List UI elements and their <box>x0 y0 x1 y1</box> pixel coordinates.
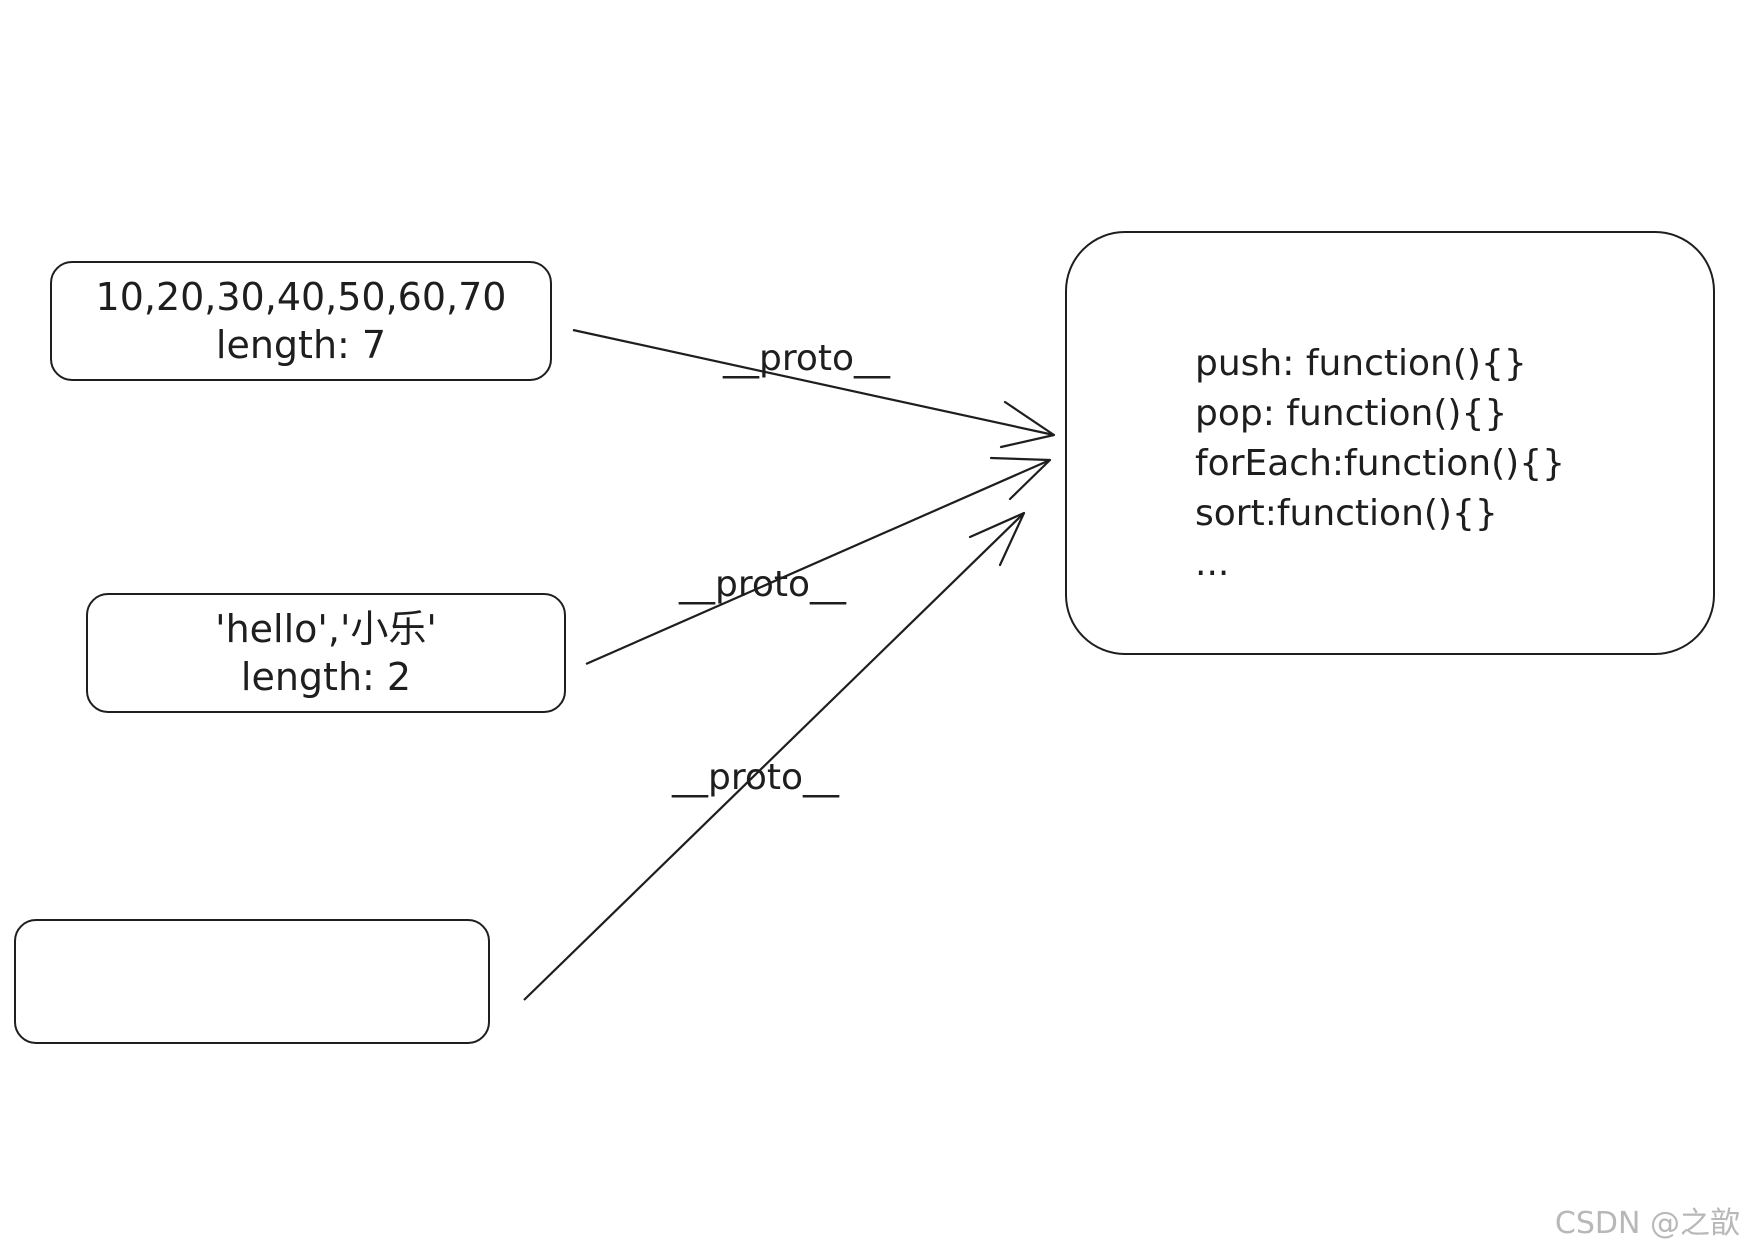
prototype-method-list: push: function(){} pop: function(){} for… <box>1195 339 1565 589</box>
array-box-values: 10,20,30,40,50,60,70 <box>95 275 507 319</box>
prototype-method-push: push: function(){} <box>1195 343 1527 384</box>
array-prototype-box: push: function(){} pop: function(){} for… <box>1065 231 1715 655</box>
prototype-method-pop: pop: function(){} <box>1195 393 1508 434</box>
arrow-line-1 <box>572 328 1055 437</box>
arrow-line-2 <box>585 458 1051 666</box>
array-box-length: length: 7 <box>215 323 387 367</box>
edge-label-proto-3: __proto__ <box>672 757 840 798</box>
prototype-method-foreach: forEach:function(){} <box>1195 443 1566 484</box>
prototype-method-sort: sort:function(){} <box>1195 493 1498 534</box>
edge-label-proto-2: __proto__ <box>679 564 847 605</box>
array-box-strings: 'hello','小乐' length: 2 <box>86 593 566 713</box>
array-box-length: length: 2 <box>240 655 412 699</box>
array-box-values: 'hello','小乐' <box>215 607 437 651</box>
watermark: CSDN @之歆 <box>1554 1206 1740 1241</box>
arrowhead-3 <box>968 511 1026 567</box>
edge-label-proto-1: __proto__ <box>723 338 891 379</box>
array-box-numbers: 10,20,30,40,50,60,70 length: 7 <box>50 261 552 381</box>
array-box-empty <box>14 919 490 1044</box>
arrowhead-2 <box>989 456 1052 501</box>
prototype-method-ellipsis: ... <box>1195 543 1230 584</box>
arrowhead-1 <box>999 400 1056 449</box>
arrow-line-3 <box>523 512 1025 1001</box>
